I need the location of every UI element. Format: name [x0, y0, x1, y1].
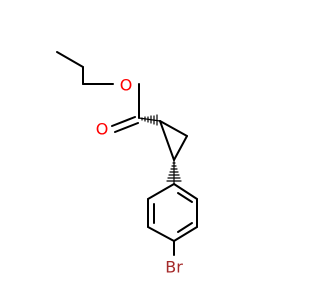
bond-ch3-ch2: [56, 51, 84, 68]
benzene-bond-4: [147, 226, 175, 242]
benzene-bond-6: [147, 183, 175, 200]
upper-hashed-wedge: [138, 114, 161, 126]
bromine-label: Br: [165, 258, 183, 277]
benzene-bond-3: [173, 226, 198, 242]
carbonyl-double-bond-line-2: [114, 122, 139, 133]
molecule-structure: O O: [56, 51, 198, 277]
benzene-inner-double-2: [177, 222, 193, 233]
benzene-bond-1: [173, 183, 198, 200]
carbonyl-double-bond-line-1: [111, 116, 136, 127]
benzene-inner-double-1: [177, 192, 193, 203]
lower-hashed-wedge: [166, 159, 182, 185]
cyclopropane-bond-left: [159, 120, 175, 161]
cyclopropane-bond-right: [173, 135, 188, 161]
ester-oxygen-label: O: [120, 76, 133, 95]
molecule-canvas: O O: [56, 51, 198, 277]
carbonyl-oxygen-label: O: [96, 120, 109, 139]
cyclopropane-bond-top: [159, 120, 188, 137]
